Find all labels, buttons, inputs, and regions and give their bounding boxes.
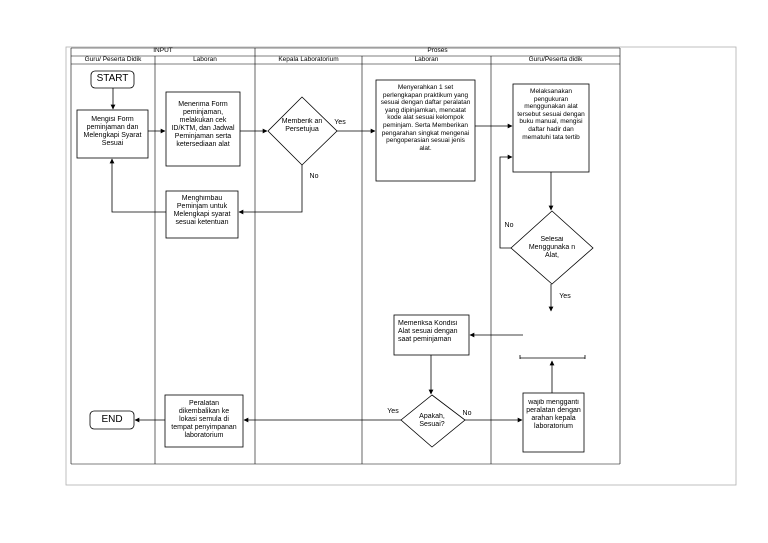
wajib-mengganti-label: wajib mengganti peralatan dengan arahan …: [526, 399, 581, 430]
apakah-sesuai-decision: [400, 394, 466, 448]
memeriksa-box: [393, 314, 470, 356]
menerima-form-box: [165, 91, 241, 167]
swimlane-table: [70, 47, 621, 465]
page-border: [65, 46, 737, 486]
start-terminator: [90, 70, 135, 89]
lane-header-guru-1: Guru/ Peserta Didik: [84, 56, 142, 63]
memeriksa-label: Memeriksa Kondisi Alat sesuai dengan saa…: [398, 320, 458, 343]
connectors: [109, 88, 586, 423]
lane-header-laboran-2: Laboran: [414, 56, 439, 63]
end-label: END: [101, 414, 123, 425]
menyerahkan-label: Menyerahkan 1 set perlengkapan praktikum…: [380, 84, 471, 152]
menghimbau-box: [165, 190, 239, 239]
menghimbau-label: Menghimbau Peminjam untuk Melengkapi sya…: [173, 195, 231, 226]
wajib-mengganti-box: [522, 392, 585, 453]
header-input: INPUT: [153, 47, 173, 54]
menerima-form-label: Menerima Form peminjaman, melakukan cek …: [171, 101, 235, 148]
header-proses: Proses: [427, 47, 448, 54]
edge-label-yes-persetujuan: Yes: [334, 119, 346, 126]
selesai-decision: [510, 210, 594, 285]
menyerahkan-box: [375, 79, 476, 182]
edge-label-no-apakah: No: [462, 410, 472, 417]
edge-label-no-selesai: No: [504, 222, 514, 229]
lane-header-guru-2: Guru/Peserta didik: [528, 56, 583, 63]
peralatan-dikembalikan-label: Peralatan dikembalikan ke lokasi semula …: [171, 400, 237, 439]
apakah-sesuai-label: Apakah, Sesuai?: [419, 413, 445, 428]
start-label: START: [96, 73, 129, 84]
lane-header-kepala-lab: Kepala Laboratorium: [278, 56, 339, 63]
edge-label-yes-apakah: Yes: [387, 408, 399, 415]
edge-menghimbau-back: [109, 158, 166, 213]
edge-selesai-no: [499, 154, 513, 249]
mengisi-form-box: [76, 109, 149, 159]
lane-header-laboran-1: Laboran: [193, 56, 217, 63]
persetujuan-label: Memberik an Persetujua: [281, 118, 323, 133]
edge-label-yes-selesai: Yes: [559, 293, 571, 300]
end-terminator: [89, 410, 135, 430]
mengisi-form-label: Mengisi Form peminjaman dan Melengkapi S…: [83, 116, 142, 147]
peralatan-dikembalikan-box: [164, 394, 244, 448]
edge-decision-no: [238, 165, 303, 215]
melaksanakan-label: Melaksanakan pengukuran menggunakan alat…: [517, 88, 585, 141]
edge-label-no-persetujuan: No: [309, 173, 319, 180]
selesai-label: Selesai Menggunaka n Alat,: [528, 236, 576, 259]
